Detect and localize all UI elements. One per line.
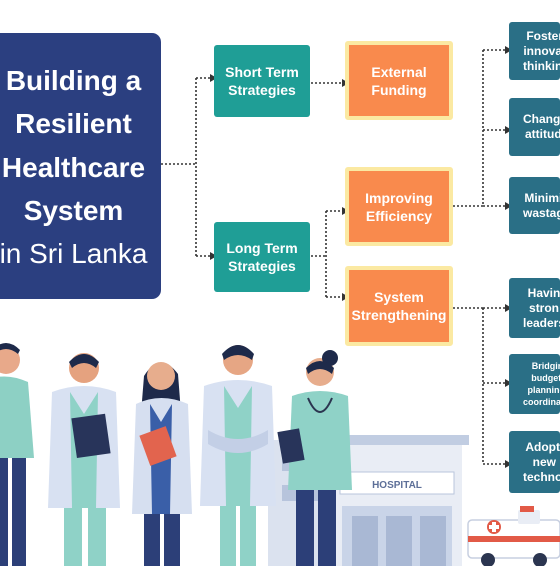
healthcare-workers-illustration: HOSPITAL bbox=[0, 343, 560, 566]
doctor-with-clipboard-icon bbox=[48, 353, 120, 566]
outcome-label: Bridgin bbox=[531, 361, 560, 371]
outcome-label: Minimis bbox=[524, 190, 560, 205]
node-label: Short Term bbox=[225, 64, 299, 80]
node-label: Efficiency bbox=[365, 207, 433, 224]
outcome-label: coordinatio bbox=[523, 397, 560, 407]
outcome-label: innovati bbox=[523, 43, 560, 58]
doctor-arms-crossed-icon bbox=[200, 345, 276, 566]
outcome-minimising-wastage: Minimiswastage bbox=[509, 177, 560, 234]
nurse-with-stethoscope-icon bbox=[277, 350, 352, 566]
title-line-5: in Sri Lanka bbox=[0, 238, 148, 269]
title-line-3: Healthcare bbox=[1, 152, 146, 183]
outcome-fostering-innovative-thinking: Fosteriinnovatithinking bbox=[509, 22, 560, 80]
node-label: External bbox=[371, 63, 427, 80]
outcome-label: stron bbox=[529, 300, 560, 315]
title-line-2: Resilient bbox=[15, 108, 132, 139]
outcome-label: wastage bbox=[523, 205, 560, 220]
title-block: Building a Resilient Healthcare System i… bbox=[0, 33, 161, 299]
outcome-label: new bbox=[532, 454, 556, 469]
title-line-4: System bbox=[23, 195, 124, 226]
outcome-label: Changi bbox=[523, 112, 560, 126]
outcome-having-strong-leadership: Havinstronleaders bbox=[509, 278, 560, 338]
outcome-label: thinking bbox=[523, 58, 560, 73]
outcome-label: planning, bbox=[527, 385, 560, 395]
node-label: System bbox=[374, 289, 424, 305]
outcome-label: attitud bbox=[525, 127, 560, 141]
hospital-sign: HOSPITAL bbox=[372, 480, 422, 491]
nurse-with-folder-icon bbox=[132, 362, 192, 566]
outcome-label: budgeti bbox=[531, 373, 560, 383]
node-label: Strategies bbox=[228, 258, 296, 274]
node-label: Strengthening bbox=[351, 307, 447, 323]
outcome-label: Havin bbox=[527, 285, 560, 300]
node-label: Funding bbox=[371, 81, 427, 98]
outcome-label: leaders bbox=[523, 315, 560, 330]
outcome-bridging-budgeting-planning: Bridgin budgeti planning, coordinatio bbox=[509, 354, 560, 414]
outcome-label: Adopti bbox=[525, 439, 560, 454]
ambulance-icon bbox=[467, 506, 560, 566]
title-line-1: Building a bbox=[5, 65, 142, 96]
node-label: Strategies bbox=[228, 82, 296, 98]
outcome-label: technol bbox=[523, 469, 560, 484]
outcome-label: Fosteri bbox=[526, 28, 560, 43]
doctor-figure-icon bbox=[0, 343, 34, 566]
node-label: Long Term bbox=[226, 240, 298, 256]
node-label: Improving bbox=[365, 189, 433, 206]
outcome-adopting-new-technology: Adoptinewtechnol bbox=[509, 431, 560, 493]
